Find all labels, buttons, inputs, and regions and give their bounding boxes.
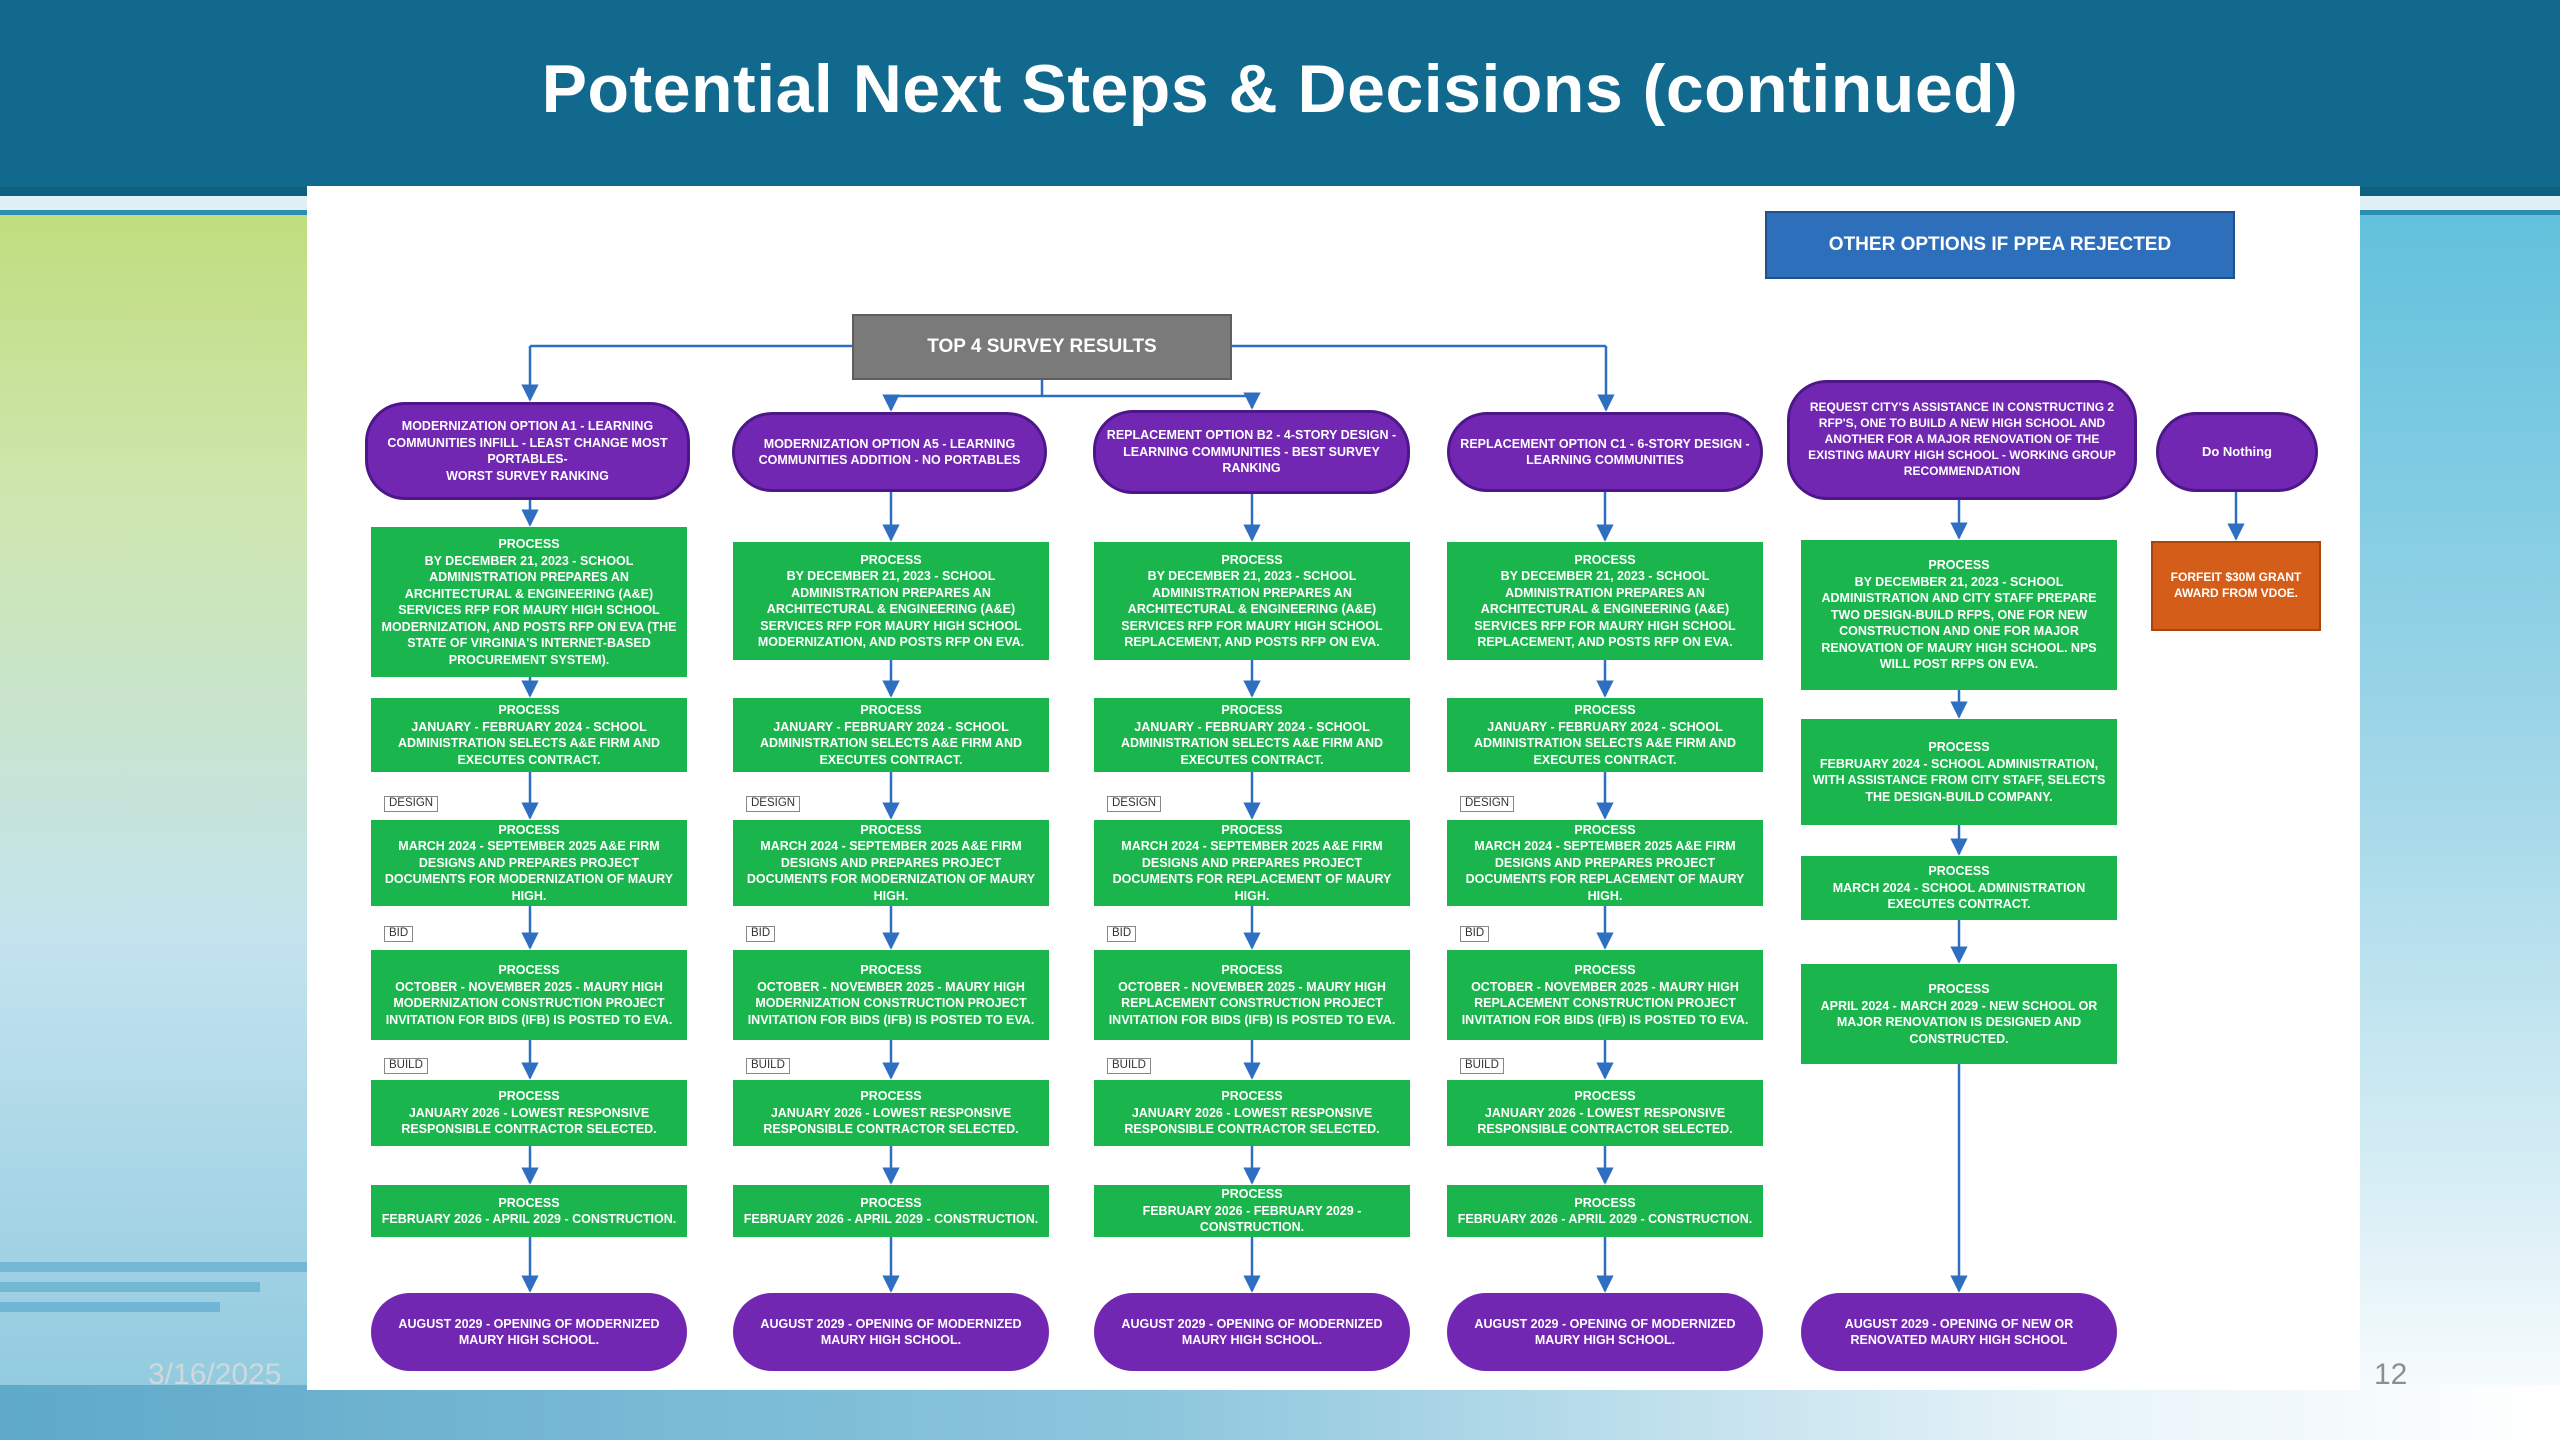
background-stripe: [0, 1282, 260, 1292]
process-box: PROCESS OCTOBER - NOVEMBER 2025 - MAURY …: [1447, 950, 1763, 1040]
process-box: PROCESS BY DECEMBER 21, 2023 - SCHOOL AD…: [733, 542, 1049, 660]
process-box: PROCESS JANUARY - FEBRUARY 2024 - SCHOOL…: [371, 698, 687, 772]
process-box: PROCESS FEBRUARY 2024 - SCHOOL ADMINISTR…: [1801, 719, 2117, 825]
process-box: PROCESS MARCH 2024 - SEPTEMBER 2025 A&E …: [371, 820, 687, 906]
process-box: PROCESS BY DECEMBER 21, 2023 - SCHOOL AD…: [1801, 540, 2117, 690]
background-stripe: [0, 1302, 220, 1312]
process-box: PROCESS OCTOBER - NOVEMBER 2025 - MAURY …: [1094, 950, 1410, 1040]
process-box: PROCESS JANUARY 2026 - LOWEST RESPONSIVE…: [1447, 1080, 1763, 1146]
outcome-pill: AUGUST 2029 - OPENING OF MODERNIZED MAUR…: [733, 1293, 1049, 1371]
title-bar: Potential Next Steps & Decisions (contin…: [0, 0, 2560, 187]
process-box: PROCESS BY DECEMBER 21, 2023 - SCHOOL AD…: [1447, 542, 1763, 660]
process-box: PROCESS APRIL 2024 - MARCH 2029 - NEW SC…: [1801, 964, 2117, 1064]
outcome-pill: AUGUST 2029 - OPENING OF MODERNIZED MAUR…: [1094, 1293, 1410, 1371]
flowchart-panel: TOP 4 SURVEY RESULTS OTHER OPTIONS IF PP…: [307, 186, 2360, 1390]
phase-label-build: BUILD: [1107, 1058, 1151, 1074]
process-box: PROCESS MARCH 2024 - SCHOOL ADMINISTRATI…: [1801, 856, 2117, 920]
connector-layer: [521, 344, 2245, 1293]
background-left-gradient: [0, 190, 320, 1440]
outcome-pill: AUGUST 2029 - OPENING OF NEW OR RENOVATE…: [1801, 1293, 2117, 1371]
process-box: PROCESS BY DECEMBER 21, 2023 - SCHOOL AD…: [371, 527, 687, 677]
slide-page-number: 12: [2374, 1358, 2408, 1391]
process-box: PROCESS FEBRUARY 2026 - APRIL 2029 - CON…: [733, 1185, 1049, 1237]
phase-label-build: BUILD: [384, 1058, 428, 1074]
phase-label-build: BUILD: [1460, 1058, 1504, 1074]
phase-label-design: DESIGN: [1460, 796, 1515, 812]
process-box: PROCESS MARCH 2024 - SEPTEMBER 2025 A&E …: [733, 820, 1049, 906]
phase-label-bid: BID: [746, 926, 776, 942]
phase-label-design: DESIGN: [746, 796, 801, 812]
do-nothing-pill: Do Nothing: [2156, 412, 2318, 492]
background-bottom-band: [0, 1385, 2560, 1440]
process-box: PROCESS JANUARY 2026 - LOWEST RESPONSIVE…: [371, 1080, 687, 1146]
process-box: PROCESS JANUARY - FEBRUARY 2024 - SCHOOL…: [1447, 698, 1763, 772]
phase-label-bid: BID: [1460, 926, 1490, 942]
process-box: PROCESS FEBRUARY 2026 - APRIL 2029 - CON…: [371, 1185, 687, 1237]
option-city-assistance-pill: REQUEST CITY'S ASSISTANCE IN CONSTRUCTIN…: [1787, 380, 2137, 500]
option-a5-pill: MODERNIZATION OPTION A5 - LEARNING COMMU…: [732, 412, 1047, 492]
option-a1-pill: MODERNIZATION OPTION A1 - LEARNING COMMU…: [365, 402, 690, 500]
phase-label-bid: BID: [1107, 926, 1137, 942]
process-box: PROCESS JANUARY - FEBRUARY 2024 - SCHOOL…: [733, 698, 1049, 772]
forfeit-grant-box: FORFEIT $30M GRANT AWARD FROM VDOE.: [2151, 541, 2321, 631]
phase-label-bid: BID: [384, 926, 414, 942]
outcome-pill: AUGUST 2029 - OPENING OF MODERNIZED MAUR…: [1447, 1293, 1763, 1371]
option-b2-pill: REPLACEMENT OPTION B2 - 4-STORY DESIGN -…: [1093, 410, 1410, 494]
other-options-box: OTHER OPTIONS IF PPEA REJECTED: [1765, 211, 2235, 279]
background-right-gradient: [2360, 190, 2560, 1440]
process-box: PROCESS MARCH 2024 - SEPTEMBER 2025 A&E …: [1094, 820, 1410, 906]
process-box: PROCESS JANUARY 2026 - LOWEST RESPONSIVE…: [1094, 1080, 1410, 1146]
process-box: PROCESS OCTOBER - NOVEMBER 2025 - MAURY …: [371, 950, 687, 1040]
process-box: PROCESS FEBRUARY 2026 - FEBRUARY 2029 - …: [1094, 1185, 1410, 1237]
slide-date: 3/16/2025: [148, 1358, 282, 1391]
phase-label-design: DESIGN: [1107, 796, 1162, 812]
process-box: PROCESS FEBRUARY 2026 - APRIL 2029 - CON…: [1447, 1185, 1763, 1237]
process-box: PROCESS OCTOBER - NOVEMBER 2025 - MAURY …: [733, 950, 1049, 1040]
process-box: PROCESS MARCH 2024 - SEPTEMBER 2025 A&E …: [1447, 820, 1763, 906]
process-box: PROCESS JANUARY - FEBRUARY 2024 - SCHOOL…: [1094, 698, 1410, 772]
option-c1-pill: REPLACEMENT OPTION C1 - 6-STORY DESIGN -…: [1447, 412, 1763, 492]
phase-label-build: BUILD: [746, 1058, 790, 1074]
outcome-pill: AUGUST 2029 - OPENING OF MODERNIZED MAUR…: [371, 1293, 687, 1371]
process-box: PROCESS JANUARY 2026 - LOWEST RESPONSIVE…: [733, 1080, 1049, 1146]
top-survey-results-box: TOP 4 SURVEY RESULTS: [852, 314, 1232, 380]
process-box: PROCESS BY DECEMBER 21, 2023 - SCHOOL AD…: [1094, 542, 1410, 660]
background-stripe: [0, 1262, 310, 1272]
phase-label-design: DESIGN: [384, 796, 439, 812]
slide-title: Potential Next Steps & Decisions (contin…: [541, 51, 2019, 127]
